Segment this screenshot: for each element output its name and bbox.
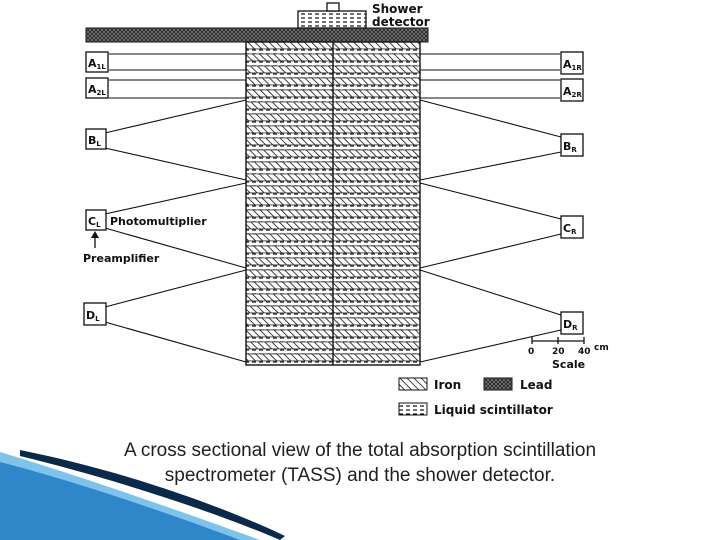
legend-iron-swatch	[398, 377, 428, 391]
counter-a1l	[85, 51, 109, 73]
scale-tick-40: 40	[578, 347, 591, 357]
preamplifier-arrowhead	[91, 231, 99, 238]
lightguide-cl	[104, 182, 247, 269]
legend-lead-swatch	[483, 377, 513, 391]
counter-a2r	[560, 78, 584, 102]
counter-label-a2l: A2L	[88, 83, 106, 97]
lightguide-bl	[104, 99, 247, 181]
counter-label-br: BR	[563, 140, 577, 154]
swoosh-dark	[20, 450, 285, 540]
counter-cr	[560, 215, 584, 239]
counter-dr	[560, 311, 584, 335]
scale-tick-0: 0	[528, 347, 534, 357]
counter-label-bl: BL	[88, 134, 101, 148]
legend: Iron Lead Liquid scintillator	[398, 377, 553, 417]
scale-unit: cm	[594, 343, 609, 353]
light-guides	[104, 53, 562, 363]
lightguide-a1r	[420, 53, 560, 71]
lightguide-a1l	[109, 53, 247, 71]
lightguide-br	[419, 99, 562, 181]
preamplifier-label: Preamplifier	[83, 252, 160, 265]
caption-line-1: A cross sectional view of the total abso…	[123, 440, 597, 461]
shower-detector-label: Shower	[372, 2, 423, 16]
counter-a2l	[85, 77, 109, 99]
top-lead-slab	[85, 27, 429, 43]
right-counters: A1R A2R BR CR DR	[560, 51, 584, 335]
counter-bl	[85, 128, 107, 150]
lightguide-cr	[419, 182, 562, 269]
scale-bar: 0 20 40 cm Scale	[528, 337, 609, 371]
scale-tick-20: 20	[552, 347, 565, 357]
counter-label-a1l: A1L	[88, 57, 106, 71]
decorative-swoosh	[0, 450, 285, 540]
shower-detector-label-2: detector	[372, 15, 430, 29]
figure-caption: A cross sectional view of the total abso…	[60, 438, 660, 488]
counter-a1r	[560, 51, 584, 75]
counter-label-dr: DR	[563, 318, 578, 332]
legend-iron-label: Iron	[434, 378, 461, 392]
shower-detector-pmt	[326, 2, 340, 12]
counter-label-cl: CL	[88, 215, 101, 229]
left-counters: A1L A2L BL CL DL	[83, 51, 109, 326]
counter-label-dl: DL	[86, 309, 100, 323]
lightguide-a2l	[109, 79, 247, 99]
lightguide-dr	[419, 269, 562, 363]
swoosh-blue	[0, 462, 240, 540]
shower-detector	[297, 10, 367, 29]
scale-title: Scale	[552, 358, 585, 371]
lightguide-dl	[104, 269, 247, 363]
lightguide-a2r	[420, 79, 560, 99]
counter-label-a1r: A1R	[563, 58, 582, 72]
legend-liquid-swatch	[398, 402, 428, 416]
photomultiplier-label: Photomultiplier	[110, 215, 207, 228]
counter-label-a2r: A2R	[563, 85, 582, 99]
legend-lead-label: Lead	[520, 378, 552, 392]
counter-dl	[83, 302, 107, 326]
counter-cl	[85, 209, 107, 231]
legend-liquid-label: Liquid scintillator	[434, 403, 553, 417]
counter-label-cr: CR	[563, 222, 577, 236]
counter-br	[560, 133, 584, 157]
caption-line-2: spectrometer (TASS) and the shower detec…	[164, 465, 556, 486]
